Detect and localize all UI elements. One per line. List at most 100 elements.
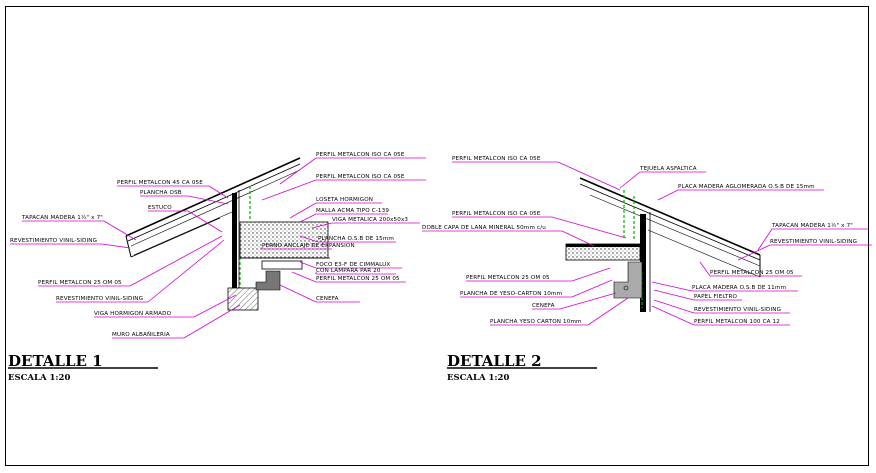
detalle1-callout-leader (291, 271, 317, 283)
detalle1-callout-label: MURO ALBAÑILERIA (112, 331, 170, 338)
detalle1-callout-leader (193, 294, 237, 318)
detalle2-callout-label: TAPACAN MADERA 1½" x 7" (771, 222, 853, 229)
detalle1-callout: CENEFA (279, 284, 360, 303)
detalle2-callout: PLACA MADERA AGLOMERADA O.S.B DE 15mm (657, 184, 824, 201)
detalle1-callout: TAPACAN MADERA 1½" x 7" (21, 214, 137, 241)
detalle1-callout-label: CON LAMPARA PAR 20 (316, 268, 381, 274)
detalle2-callout: TAPACAN MADERA 1½" x 7" (757, 222, 868, 251)
detalle1-callout-label: PERFIL METALCON 45 CA 05E (117, 180, 203, 186)
detalle1-callout-leader (187, 195, 229, 205)
detalle1-callout-leader (183, 304, 241, 339)
detalle1-callout: REVESTIMIENTO VINIL-SIDING (10, 238, 131, 249)
detalle1-scale: ESCALA 1:20 (8, 373, 70, 383)
detalle2-callout-label: PLANCHA DE YESO-CARTON 10mm (460, 291, 562, 297)
detalle2-callout-leader (557, 161, 621, 191)
detalle1-callout-leader (147, 239, 225, 303)
detalle1-callout: PERFIL METALCON ISO CA 05E (279, 152, 426, 185)
detalle2-callout-label: PERFIL METALCON 25 OM 05 (710, 270, 794, 276)
detalle1-callout-label: LOSETA HORMIGON (316, 197, 373, 203)
detalle1-callout-label: PLANCHA OSB (140, 190, 182, 196)
detalle2-callout-leader (657, 189, 679, 201)
detalle1-callout-label: FOCO E3-F DE CIMMALUX (316, 262, 390, 268)
detalle2-callout-label: PLACA MADERA O.S.B DE 11mm (692, 285, 786, 291)
detalle1-callout: VIGA METALICA 200x50x3 (311, 217, 420, 229)
detalle2-callout-label: CENEFA (532, 303, 555, 309)
detalle1-callout: CON LAMPARA PAR 20 (315, 268, 396, 275)
detalle1-callout-leader (101, 243, 131, 249)
detalle1-labels: PERFIL METALCON ISO CA 05E PERFIL METALCO… (10, 152, 426, 339)
detalle2-callout-leader (561, 230, 595, 247)
detalle2-callout: CENEFA (532, 292, 617, 310)
detalle1-callout-leader (299, 235, 319, 243)
detalle2-callout-leader (571, 267, 611, 282)
detalle1-callout: PERFIL METALCON 25 OM 05 (291, 271, 406, 283)
detalle1-callout-label: CENEFA (316, 296, 339, 302)
detalle1-callout: MALLA ACMA TIPO C-139 (299, 208, 389, 223)
detalle1-callout-label: VIGA METALICA 200x50x3 (332, 217, 408, 223)
detalle1-callout-leader (299, 261, 317, 269)
detalle1-callout: PERNO ANCLAJE DE EXPANSION (261, 243, 355, 250)
detalle1-callout: PERFIL METALCON 45 CA 05E (117, 180, 229, 199)
detalle1-callout-leader (103, 220, 137, 241)
detalle2-callout: PLANCHA DE YESO-CARTON 10mm (460, 279, 613, 298)
detalle1-callout-leader (279, 157, 317, 185)
detalle2-scale: ESCALA 1:20 (447, 373, 509, 383)
detalle2-callout-leader (571, 279, 613, 298)
detalle2-callout-label: REVESTIMIENTO VINIL-SIDING (694, 307, 781, 313)
detalle2-callout-leader (587, 297, 629, 326)
detalle1-callout-label: PERNO ANCLAJE DE EXPANSION (262, 243, 355, 249)
detalle2-callout: PLANCHA YESO CARTON 10mm (490, 297, 629, 326)
detalle1-callout-label: TAPACAN MADERA 1½" x 7" (21, 214, 103, 221)
detalle1-drawing (125, 157, 330, 311)
detalle1-callout-label: VIGA HORMIGON ARMADO (94, 311, 172, 317)
detalle1-callout-label: PERFIL METALCON ISO CA 05E (316, 174, 405, 180)
detalle2-callout-label: DOBLE CAPA DE LANA MINERAL 50mm c/u (422, 225, 546, 231)
detalle1-callout-leader (129, 235, 223, 287)
detalle2-callout: PLACA MADERA O.S.B DE 11mm (651, 281, 798, 292)
drawing-frame (5, 6, 869, 466)
detalle1-callout-label: PLANCHA O.S.B DE 15mm (318, 236, 394, 242)
detalle2-callout-leader (651, 281, 693, 292)
detalle1-roof (125, 157, 301, 258)
detalle1-callout: ESTUCO (148, 205, 223, 233)
detalle2-callout-leader (737, 244, 771, 261)
detalle1-callout: LOSETA HORMIGON (289, 197, 382, 219)
detalle2-callout: TEJUELA ASFALTICA (619, 166, 706, 189)
detalle1-callout: VIGA HORMIGON ARMADO (94, 294, 237, 318)
detalle1-callout-leader (261, 179, 317, 201)
detalle2-drawing (565, 177, 761, 312)
detalle2-callout-label: TEJUELA ASFALTICA (639, 166, 697, 172)
detalle2-callout: PERFIL METALCON ISO CA 05E (452, 211, 627, 239)
detalle2-callout: PERFIL METALCON ISO CA 05E (452, 156, 621, 191)
detalle1-callout: FOCO E3-F DE CIMMALUX (299, 261, 402, 269)
detalle2-callout-label: REVESTIMIENTO VINIL-SIDING (770, 239, 857, 245)
detalle2-callout-leader (651, 305, 695, 326)
detalle1-callout-leader (311, 222, 333, 229)
detalle1-callout-leader (187, 210, 223, 233)
detalle1-callout-label: PERFIL METALCON 25 OM 05 (316, 276, 400, 282)
detalle1-callout-label: MALLA ACMA TIPO C-139 (316, 208, 389, 214)
detalle2-callout-label: PLANCHA YESO CARTON 10mm (490, 319, 582, 325)
detalle2-callout-label: PAPEL FIELTRO (694, 294, 737, 300)
detalle1-beam (227, 287, 259, 311)
detalle2-callout-leader (699, 261, 711, 277)
detalle2-callout-label: PERFIL METALCON ISO CA 05E (452, 211, 541, 217)
detalle2-callout-label: PLACA MADERA AGLOMERADA O.S.B DE 15mm (678, 184, 815, 190)
detalle2-callout: REVESTIMIENTO VINIL-SIDING (653, 299, 790, 314)
detalle2-callout-leader (653, 299, 695, 314)
detalle1-callout-label: PERFIL METALCON 25 OM 05 (38, 280, 122, 286)
detalle1-callout: MURO ALBAÑILERIA (112, 304, 241, 339)
detalle1-callout-leader (299, 213, 317, 223)
detalle2-cenefa (613, 261, 643, 299)
detalle2-ceiling-board (566, 244, 640, 247)
detalle2-callout-label: PERFIL METALCON ISO CA 05E (452, 156, 541, 162)
detalle2-roof (579, 177, 761, 278)
detalle2-callout: PERFIL METALCON 100 CA 12 (651, 305, 790, 326)
detalle2-callout-label: PERFIL METALCON 25 OM 05 (466, 275, 550, 281)
detalle1-callout: PERFIL METALCON ISO CA 05E (261, 174, 426, 201)
detalle1-callout-label: PERFIL METALCON ISO CA 05E (316, 152, 405, 158)
detalle1-callout: PLANCHA OSB (140, 190, 229, 205)
detalle1-callout-leader (279, 284, 317, 303)
detalle2-callout: PAPEL FIELTRO (653, 289, 742, 301)
